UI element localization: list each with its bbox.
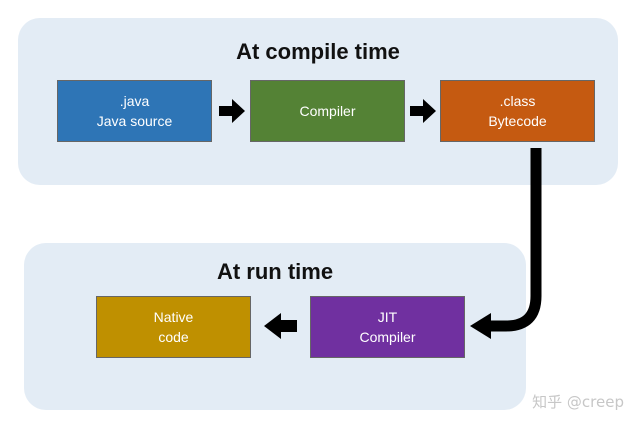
compiler-box: Compiler <box>250 80 405 142</box>
class-box-line1: .class <box>499 93 536 109</box>
jit-box-line2: Compiler <box>359 329 416 345</box>
compile-time-title: At compile time <box>236 39 400 64</box>
run-time-title: At run time <box>216 259 334 284</box>
jit-compiler-box: JIT Compiler <box>310 296 465 358</box>
class-box-line2: Bytecode <box>488 113 547 129</box>
java-source-box: .java Java source <box>57 80 212 142</box>
bytecode-box: .class Bytecode <box>440 80 595 142</box>
jit-box-line1: JIT <box>377 309 398 325</box>
native-box-line1: Native <box>153 309 194 325</box>
watermark: 知乎 @creep <box>532 393 624 411</box>
compiler-box-label: Compiler <box>299 103 356 119</box>
java-box-line2: Java source <box>96 113 173 129</box>
native-code-box: Native code <box>96 296 251 358</box>
native-box-line2: code <box>158 329 189 345</box>
java-box-line1: .java <box>119 93 150 109</box>
